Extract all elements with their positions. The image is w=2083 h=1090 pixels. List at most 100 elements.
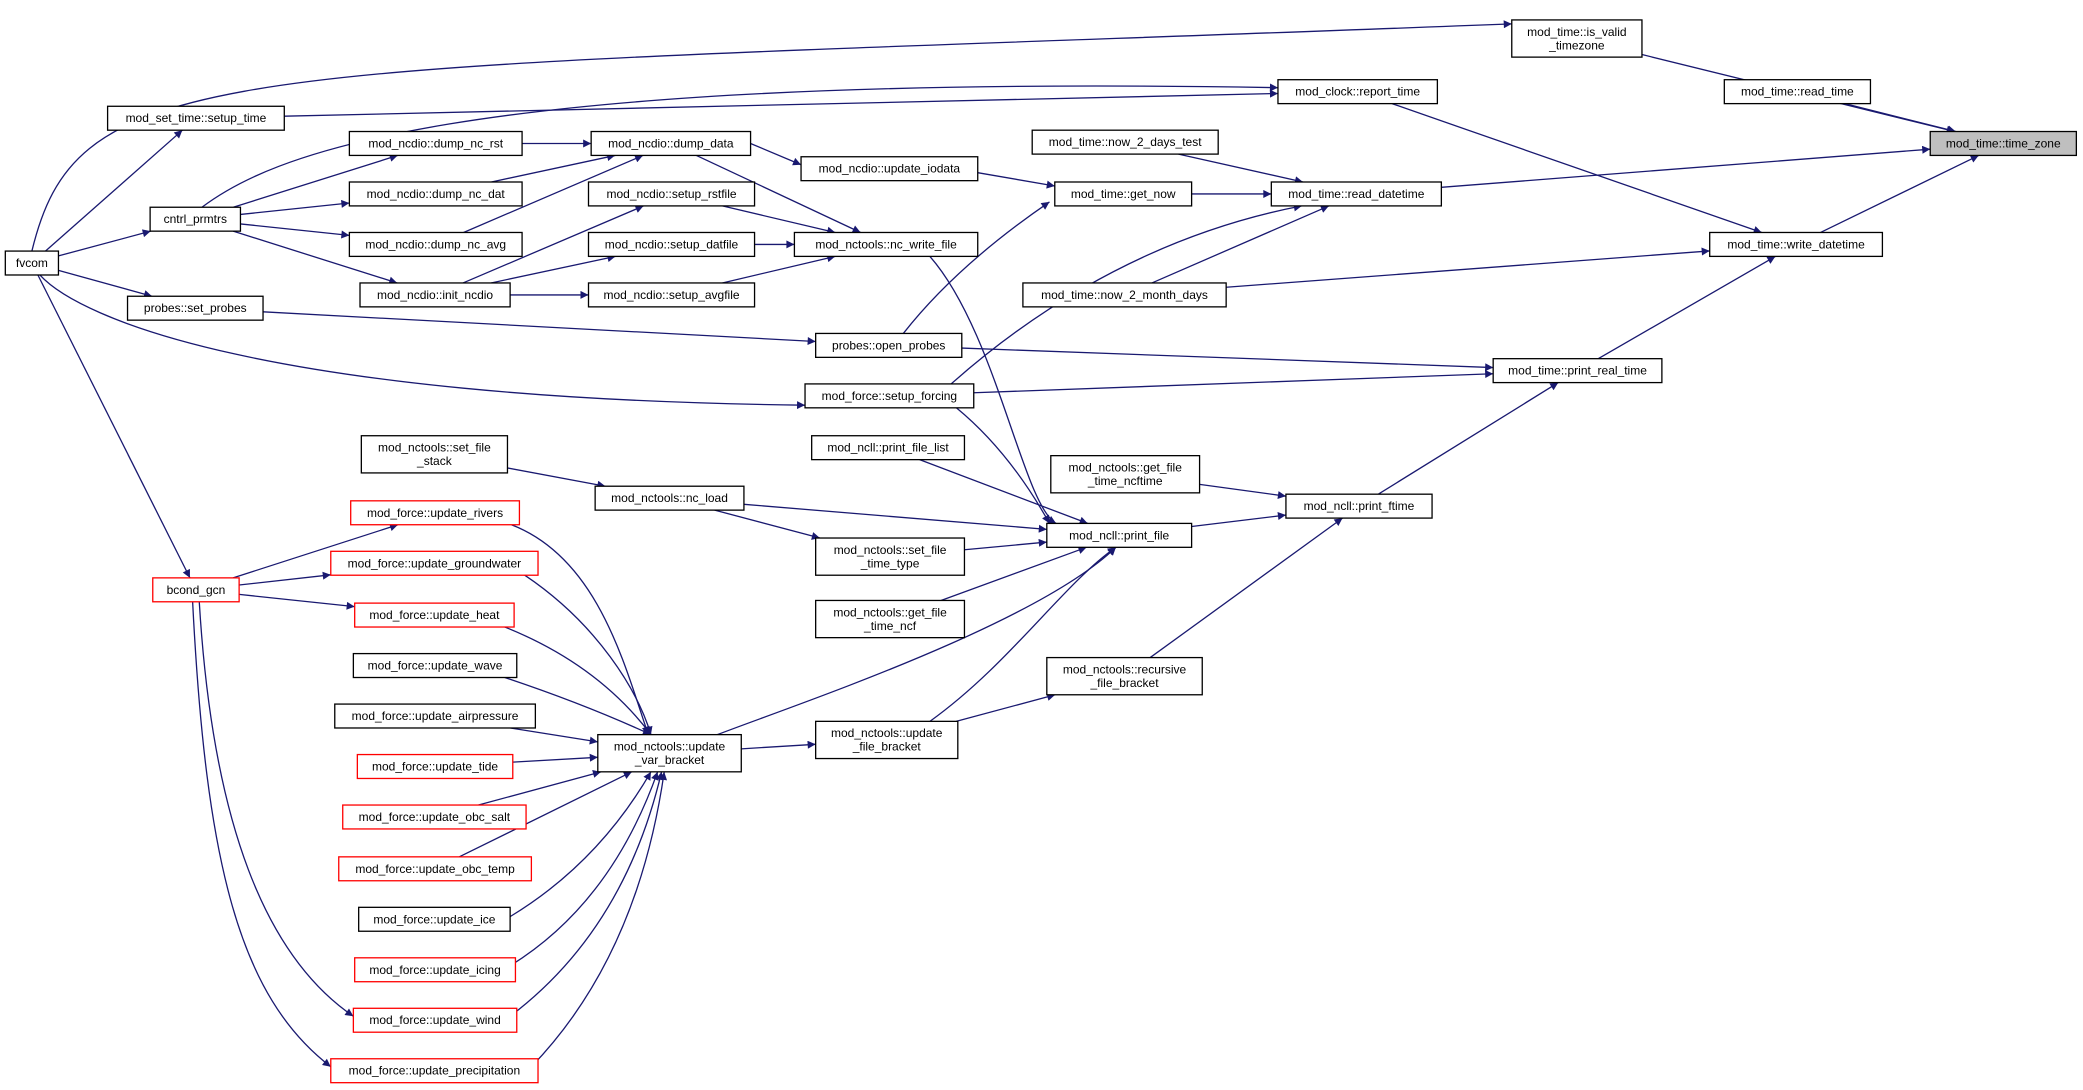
node-set_file_stack[interactable]: mod_nctools::set_file_stack <box>360 435 509 474</box>
node-print_real_time[interactable]: mod_time::print_real_time <box>1492 358 1663 384</box>
node-label: mod_force::update_ice <box>373 912 495 926</box>
node-recursive_file_bracket[interactable]: mod_nctools::recursive_file_bracket <box>1046 656 1203 696</box>
node-label: mod_force::update_obc_temp <box>355 862 515 876</box>
node-update_obc_salt[interactable]: mod_force::update_obc_salt <box>342 804 527 830</box>
edge-update_precipitation-to-update_var_bracket <box>530 771 668 1068</box>
edge-print_file_list-to-print_file <box>919 459 1088 525</box>
node-is_valid_timezone[interactable]: mod_time::is_valid_timezone <box>1511 19 1643 58</box>
edge-read_datetime-to-time_zone <box>1441 145 1931 188</box>
node-setup_datfile[interactable]: mod_ncdio::setup_datfile <box>587 231 756 258</box>
edge-cntrl_prmtrs-to-dump_nc_rst <box>233 154 398 208</box>
node-label: mod_ncdio::update_iodata <box>819 162 961 176</box>
node-box <box>348 130 523 157</box>
node-dump_nc_rst[interactable]: mod_ncdio::dump_nc_rst <box>348 130 523 157</box>
node-update_tide[interactable]: mod_force::update_tide <box>356 753 514 780</box>
node-box <box>587 181 756 207</box>
node-init_ncdio[interactable]: mod_ncdio::init_ncdio <box>359 282 511 308</box>
node-update_rivers[interactable]: mod_force::update_rivers <box>350 500 521 526</box>
node-now_2_month_days[interactable]: mod_time::now_2_month_days <box>1022 282 1227 308</box>
node-box <box>587 231 756 258</box>
node-update_iodata[interactable]: mod_ncdio::update_iodata <box>800 156 979 182</box>
edge-get_file_time_ncftime-to-print_ftime <box>1199 483 1287 500</box>
node-label: mod_nctools::set_file <box>378 441 491 455</box>
node-box <box>126 295 264 321</box>
node-update_file_bracket[interactable]: mod_nctools::update_file_bracket <box>815 720 959 760</box>
node-box <box>149 206 242 232</box>
node-box <box>360 435 509 474</box>
node-update_groundwater[interactable]: mod_force::update_groundwater <box>330 550 539 576</box>
node-update_precipitation[interactable]: mod_force::update_precipitation <box>330 1058 539 1084</box>
edge-report_time-to-write_datetime <box>1391 103 1762 234</box>
node-box <box>334 703 537 729</box>
node-label: _var_bracket <box>634 753 705 767</box>
node-nc_write_file[interactable]: mod_nctools::nc_write_file <box>793 231 979 258</box>
node-set_probes[interactable]: probes::set_probes <box>126 295 264 321</box>
node-label: _time_type <box>860 556 920 570</box>
node-read_time[interactable]: mod_time::read_time <box>1723 79 1872 105</box>
node-dump_nc_avg[interactable]: mod_ncdio::dump_nc_avg <box>348 231 523 258</box>
edge-recursive_file_bracket-to-print_ftime <box>1149 517 1343 659</box>
node-nc_load[interactable]: mod_nctools::nc_load <box>594 485 745 511</box>
node-cntrl_prmtrs[interactable]: cntrl_prmtrs <box>149 206 242 232</box>
node-update_airpressure[interactable]: mod_force::update_airpressure <box>334 703 537 729</box>
node-box <box>4 250 60 276</box>
node-print_ftime[interactable]: mod_ncll::print_ftime <box>1285 493 1433 519</box>
edges-layer <box>31 20 1980 1068</box>
node-print_file_list[interactable]: mod_ncll::print_file_list <box>811 435 966 461</box>
node-box <box>804 383 975 409</box>
node-label: mod_force::update_heat <box>369 608 500 622</box>
node-label: mod_nctools::get_file <box>833 605 947 619</box>
node-box <box>594 485 745 511</box>
node-box <box>597 733 742 773</box>
node-set_file_time_type[interactable]: mod_nctools::set_file_time_type <box>815 537 966 576</box>
edge-bcond_gcn-to-update_groundwater <box>239 571 331 586</box>
edge-init_ncdio-to-setup_rstfile <box>462 205 644 284</box>
node-box <box>811 435 966 461</box>
node-update_ice[interactable]: mod_force::update_ice <box>358 906 511 932</box>
node-label: mod_clock::report_time <box>1295 85 1420 99</box>
node-label: mod_time::now_2_days_test <box>1049 135 1202 149</box>
node-setup_avgfile[interactable]: mod_ncdio::setup_avgfile <box>587 282 756 308</box>
node-update_heat[interactable]: mod_force::update_heat <box>354 602 515 628</box>
node-open_probes[interactable]: probes::open_probes <box>815 332 963 359</box>
node-print_file[interactable]: mod_ncll::print_file <box>1046 522 1193 548</box>
edge-update_file_bracket-to-recursive_file_bracket <box>955 692 1056 722</box>
node-label: _timezone <box>1548 38 1605 52</box>
node-dump_data[interactable]: mod_ncdio::dump_data <box>590 130 752 157</box>
edge-now_2_month_days-to-read_datetime <box>1151 205 1330 284</box>
node-update_var_bracket[interactable]: mod_nctools::update_var_bracket <box>597 733 742 773</box>
node-write_datetime[interactable]: mod_time::write_datetime <box>1709 231 1884 258</box>
node-setup_time[interactable]: mod_set_time::setup_time <box>106 105 285 131</box>
node-update_wind[interactable]: mod_force::update_wind <box>352 1007 518 1033</box>
node-get_now[interactable]: mod_time::get_now <box>1054 181 1193 207</box>
node-dump_nc_dat[interactable]: mod_ncdio::dump_nc_dat <box>348 181 523 207</box>
node-box <box>800 156 979 182</box>
node-now_2_days_test[interactable]: mod_time::now_2_days_test <box>1031 129 1219 155</box>
node-update_wave[interactable]: mod_force::update_wave <box>352 652 518 679</box>
node-box <box>348 181 523 207</box>
node-label: mod_nctools::nc_load <box>611 491 728 505</box>
edge-setup_forcing-to-print_file <box>956 407 1051 524</box>
node-fvcom[interactable]: fvcom <box>4 250 60 276</box>
node-get_file_time_ncftime[interactable]: mod_nctools::get_file_time_ncftime <box>1050 455 1201 494</box>
node-label: probes::set_probes <box>144 301 247 315</box>
node-read_datetime[interactable]: mod_time::read_datetime <box>1270 181 1443 207</box>
node-setup_rstfile[interactable]: mod_ncdio::setup_rstfile <box>587 181 756 207</box>
node-label: bcond_gcn <box>167 583 226 597</box>
edge-fvcom-to-setup_time <box>44 129 183 252</box>
edge-update_iodata-to-get_now <box>977 172 1055 189</box>
node-label: mod_ncdio::dump_nc_avg <box>365 237 506 251</box>
node-update_icing[interactable]: mod_force::update_icing <box>354 957 517 983</box>
node-time_zone[interactable]: mod_time::time_zone <box>1929 130 2078 157</box>
node-bcond_gcn[interactable]: bcond_gcn <box>152 577 240 603</box>
node-label: mod_time::time_zone <box>1946 136 2061 150</box>
node-setup_forcing[interactable]: mod_force::setup_forcing <box>804 383 975 409</box>
node-label: probes::open_probes <box>832 338 945 352</box>
node-label: mod_force::update_airpressure <box>352 709 519 723</box>
node-report_time[interactable]: mod_clock::report_time <box>1277 79 1439 105</box>
node-box <box>354 602 515 628</box>
node-get_file_time_ncf[interactable]: mod_nctools::get_file_time_ncf <box>815 599 966 639</box>
node-label: mod_force::update_wave <box>368 659 503 673</box>
node-update_obc_temp[interactable]: mod_force::update_obc_temp <box>338 856 533 882</box>
